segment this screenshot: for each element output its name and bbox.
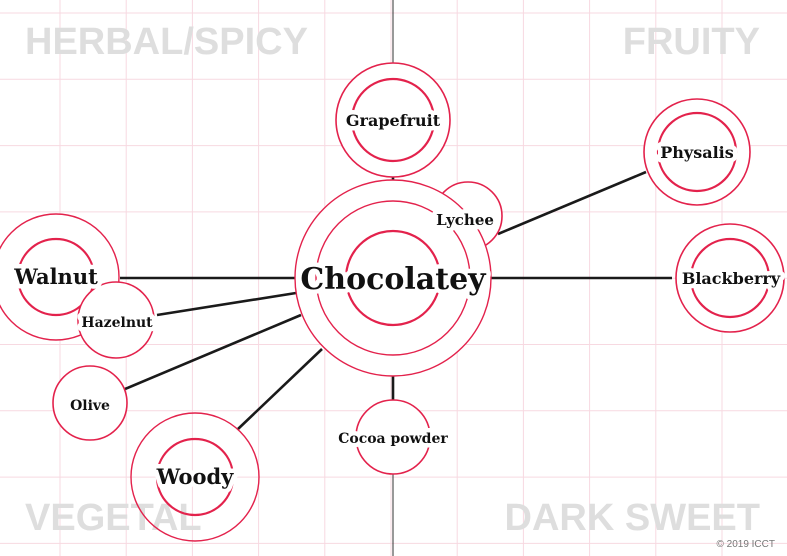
copyright: © 2019 ICCT	[716, 539, 775, 550]
node-physalis: Physalis	[660, 143, 734, 162]
node-olive: Olive	[70, 398, 110, 414]
link-hazelnut	[156, 291, 297, 317]
links	[120, 170, 672, 430]
labels: Chocolatey Grapefruit Lychee Physalis Bl…	[9, 107, 786, 494]
node-blackberry: Blackberry	[682, 269, 781, 288]
category-herbal-spicy: HERBAL/SPICY	[25, 21, 308, 63]
cocoa-ring	[355, 399, 431, 475]
category-vegetal: VEGETAL	[25, 497, 202, 539]
category-dark-sweet: DARK SWEET	[505, 497, 760, 539]
link-physalis	[497, 170, 647, 236]
node-woody: Woody	[156, 464, 235, 489]
node-lychee: Lychee	[436, 211, 494, 229]
blackberry-inner-ring	[689, 237, 771, 319]
rings	[0, 62, 785, 542]
woody-inner-ring	[155, 437, 235, 517]
woody-outer-ring	[130, 412, 260, 542]
chocolatey-inner-ring	[344, 229, 442, 327]
category-fruity: FRUITY	[623, 21, 760, 63]
olive-ring	[52, 365, 128, 441]
node-hazelnut: Hazelnut	[81, 315, 153, 331]
physalis-inner-ring	[656, 111, 738, 193]
chocolatey-middle-ring	[315, 200, 471, 356]
physalis-outer-ring	[643, 98, 751, 206]
hazelnut-ring	[77, 281, 155, 359]
chocolatey-outer-ring	[294, 179, 492, 377]
node-walnut: Walnut	[13, 264, 98, 289]
node-cocoa-powder: Cocoa powder	[338, 431, 448, 447]
link-olive	[124, 313, 302, 391]
link-woody	[237, 348, 323, 430]
node-chocolatey: Chocolatey	[300, 262, 487, 297]
grapefruit-inner-ring	[350, 77, 436, 163]
node-grapefruit: Grapefruit	[346, 111, 441, 130]
walnut-inner-ring	[16, 237, 96, 317]
